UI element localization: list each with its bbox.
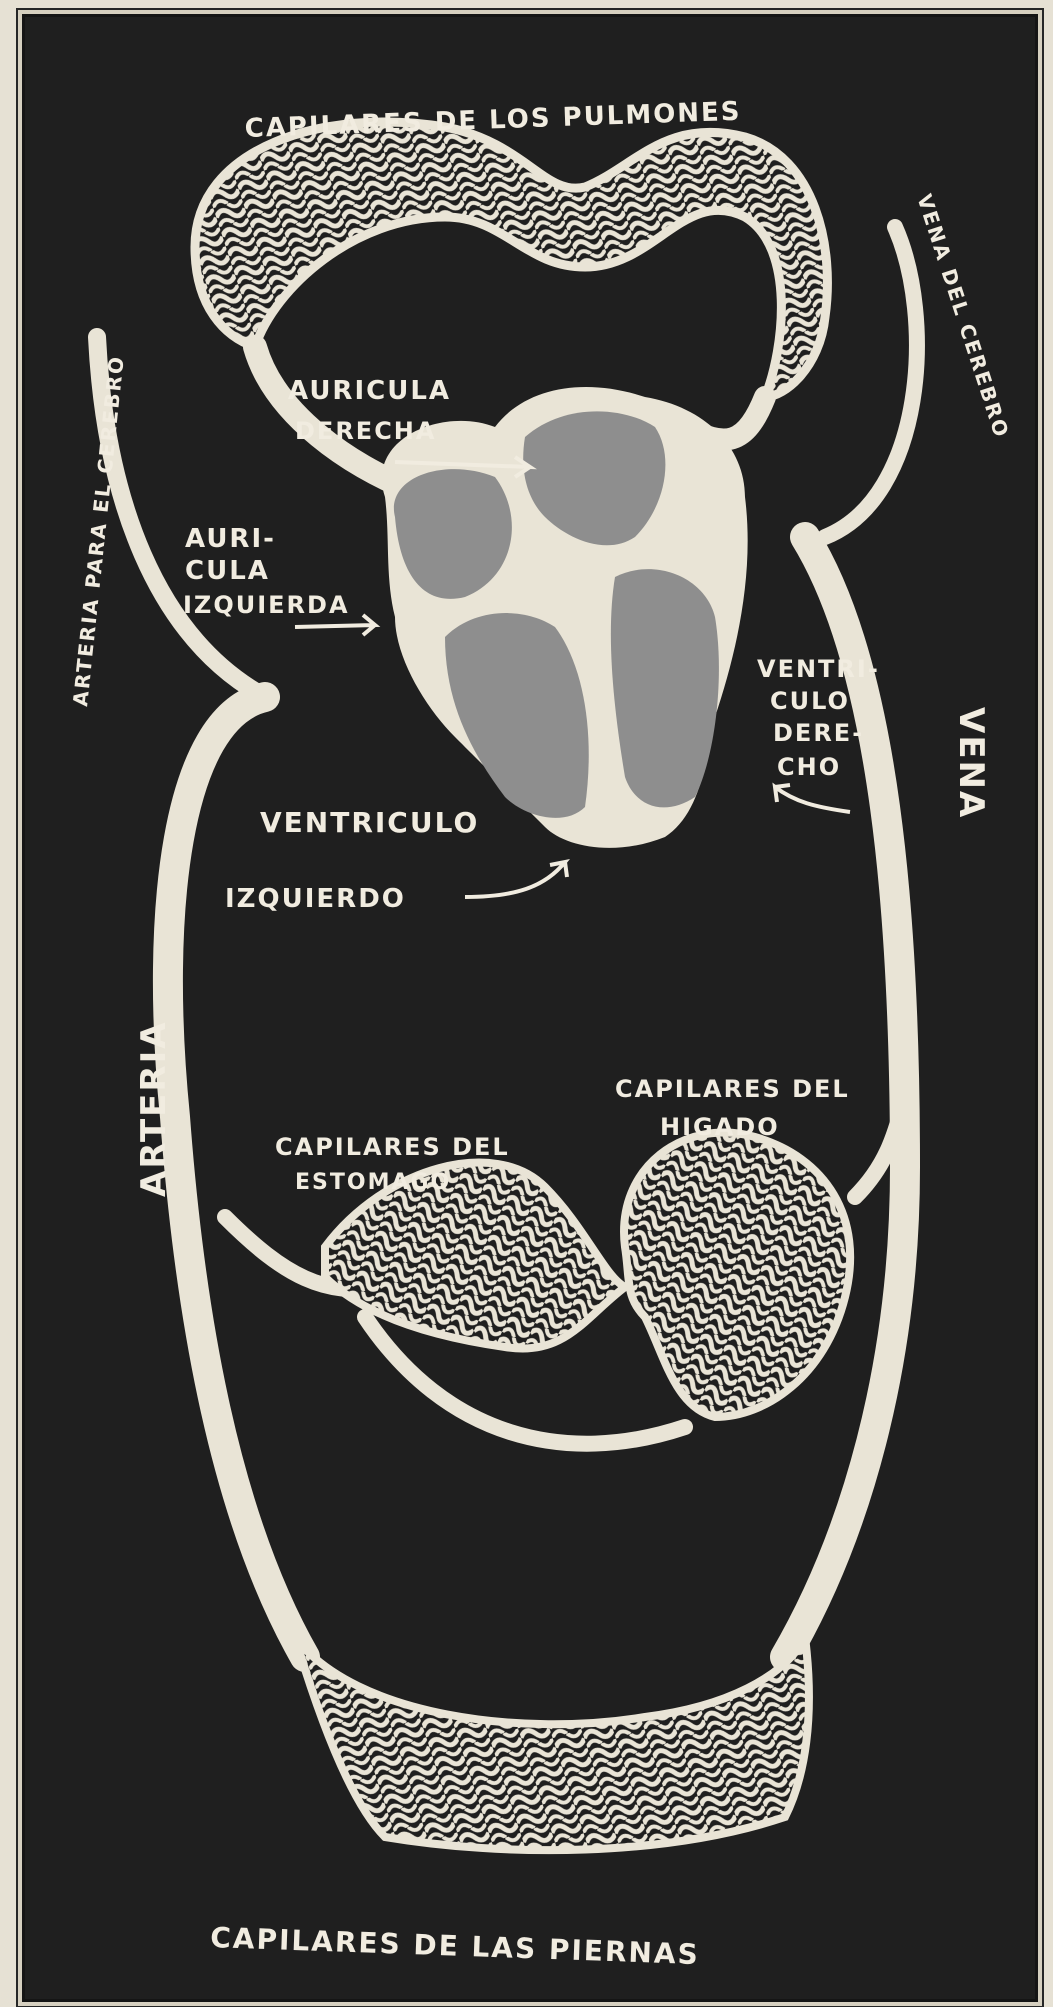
label-left-atrium-2: CULA bbox=[185, 556, 270, 586]
brain-vein-vessel bbox=[825, 227, 917, 537]
label-right-atrium-1: AURICULA bbox=[288, 376, 451, 406]
label-liver-capillaries-1: CAPILARES DEL bbox=[615, 1075, 850, 1103]
label-brain-artery: ARTERIA PARA EL CEREBRO bbox=[68, 354, 129, 708]
lung-capillaries bbox=[195, 122, 827, 397]
label-leg-capillaries: CAPILARES DE LAS PIERNAS bbox=[210, 1921, 701, 1971]
label-vein: VENA bbox=[951, 707, 991, 819]
label-liver-capillaries-2: HIGADO bbox=[660, 1113, 780, 1141]
label-right-atrium-2: DERECHA bbox=[295, 417, 436, 445]
label-right-ventricle-1: VENTRI- bbox=[757, 655, 880, 683]
heart bbox=[382, 387, 748, 848]
right-ventricle-arrow bbox=[775, 785, 850, 812]
label-brain-vein: VENA DEL CEREBRO bbox=[912, 191, 1014, 441]
right-ventricle-chamber bbox=[611, 569, 719, 807]
circulatory-system-diagram: CAPILARES DE LOS PULMONES VENA DEL CEREB… bbox=[25, 17, 1035, 1999]
label-left-atrium-1: AURI- bbox=[185, 524, 276, 554]
liver-capillaries bbox=[624, 1133, 850, 1417]
label-right-ventricle-3: DERE- bbox=[773, 719, 864, 747]
label-left-ventricle-2: IZQUIERDO bbox=[225, 884, 406, 914]
label-stomach-capillaries-1: CAPILARES DEL bbox=[275, 1133, 510, 1161]
label-stomach-capillaries-2: ESTOMAGO bbox=[295, 1170, 451, 1195]
labels: CAPILARES DE LOS PULMONES VENA DEL CEREB… bbox=[68, 97, 1014, 1971]
left-ventricle-arrow bbox=[465, 862, 567, 897]
leg-capillaries bbox=[295, 1637, 809, 1850]
label-left-ventricle-1: VENTRICULO bbox=[260, 806, 479, 839]
label-artery: ARTERIA bbox=[134, 1020, 174, 1197]
label-right-ventricle-4: CHO bbox=[777, 753, 841, 781]
main-artery bbox=[168, 697, 305, 1657]
label-right-ventricle-2: CULO bbox=[770, 687, 850, 715]
label-left-atrium-3: IZQUIERDA bbox=[183, 591, 350, 619]
diagram-plate: CAPILARES DE LOS PULMONES VENA DEL CEREB… bbox=[22, 14, 1038, 2002]
